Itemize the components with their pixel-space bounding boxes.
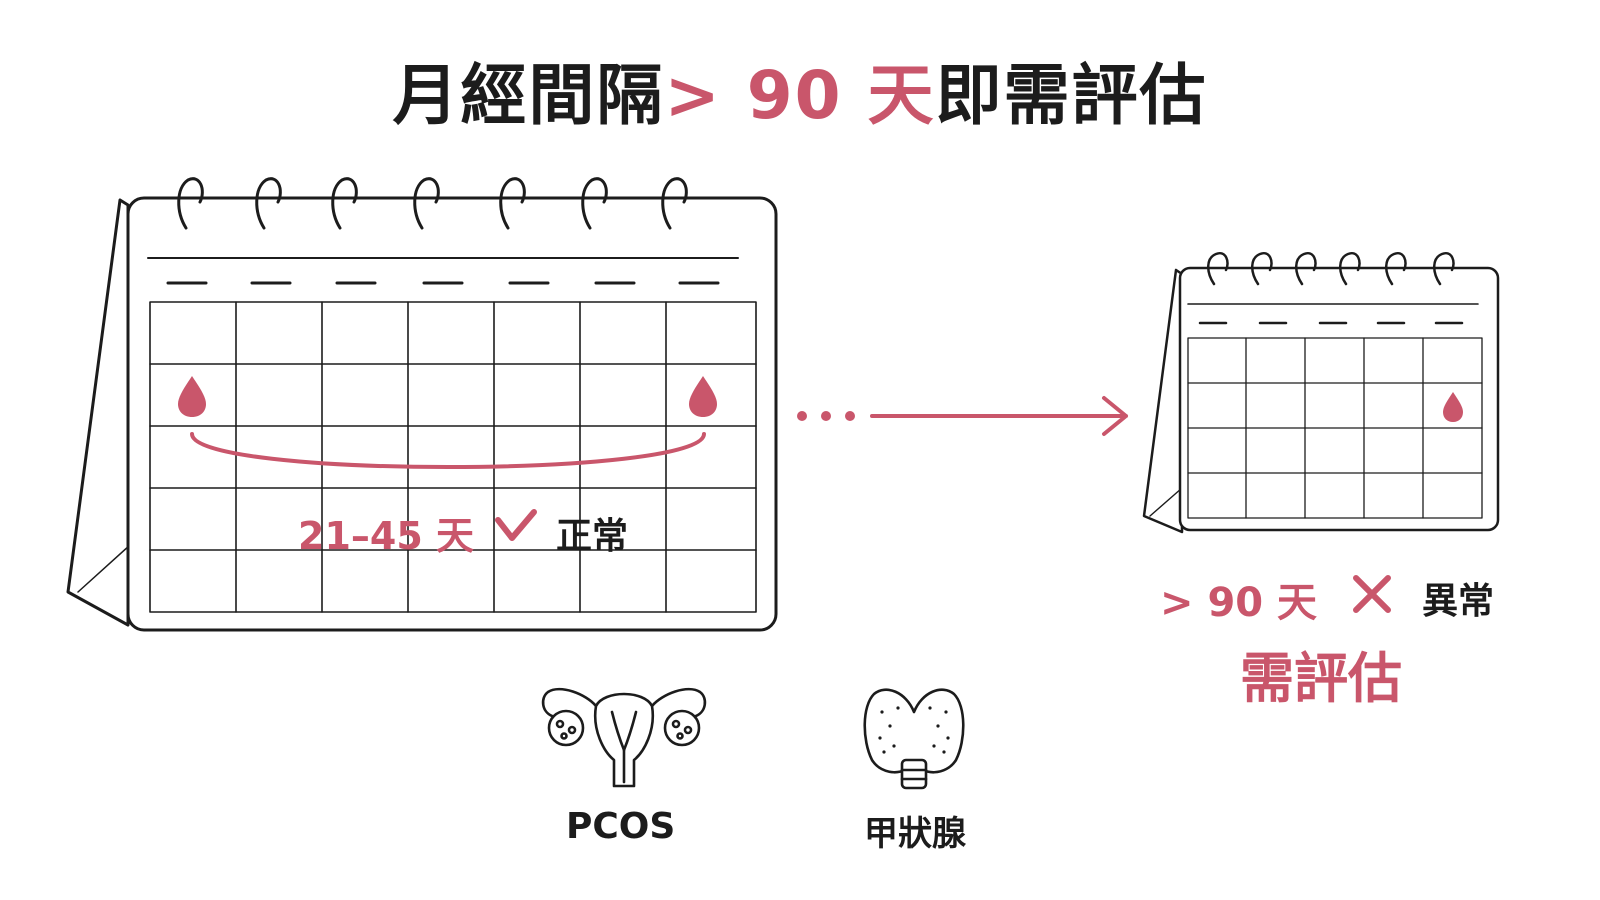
right-calendar-stand-shadow [1149,487,1183,517]
title-prefix: 月經間隔 [392,57,665,134]
right-calendar-rings [1207,251,1455,286]
title-suffix: 即需評估 [935,57,1208,134]
check-icon [495,509,537,541]
abnormal-interval-label: > 90 天 [1160,580,1318,626]
left-calendar-sheet [126,196,778,632]
normal-interval-label: 21–45 天 [298,514,474,558]
left-calendar-stand [66,198,130,627]
arrow-right-icon [870,396,1128,436]
right-calendar [1142,251,1500,534]
thyroid-label: 甲狀腺 [864,814,966,854]
cross-icon [1353,575,1391,613]
normal-status-label: 正常 [556,516,629,557]
uterus-ovaries-icon [541,687,707,788]
left-calendar-stand-shadow [77,544,131,593]
page-title: 月經間隔> 90 天即需評估 [0,42,1600,138]
period-drop-icon [1443,392,1463,422]
right-calendar-grid [1187,337,1483,519]
cycle-interval-arc [190,432,706,469]
period-drop-icon [178,376,206,417]
left-calendar-rings [177,177,688,230]
pcos-label: PCOS [566,806,676,847]
left-calendar [66,177,778,632]
right-calendar-stand [1142,268,1184,534]
time-passing-connector [797,411,855,421]
left-calendar-grid [149,301,757,613]
period-drop-icon [689,376,717,417]
thyroid-icon [863,688,965,790]
evaluation-needed-label: 需評估 [1240,647,1402,710]
title-highlight: > 90 天 [664,57,936,134]
abnormal-status-label: 異常 [1422,581,1495,622]
